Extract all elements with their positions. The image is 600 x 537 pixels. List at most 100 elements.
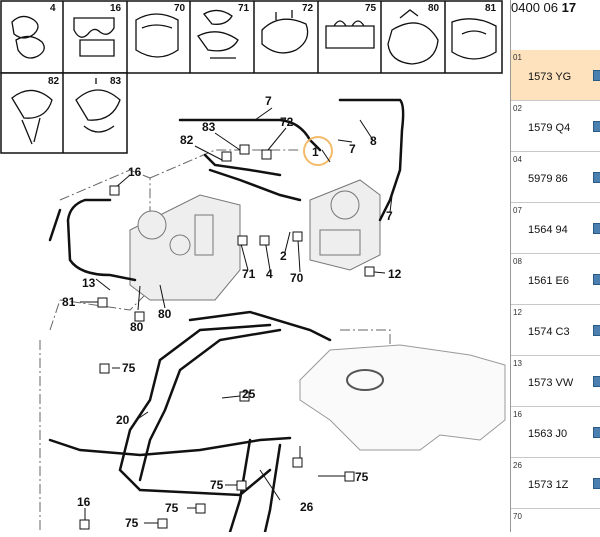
add-to-cart-icon[interactable] <box>593 70 600 81</box>
row-part-number[interactable]: 1561 E6 <box>528 275 569 287</box>
row-part-number[interactable]: 1574 C3 <box>528 326 570 338</box>
callout-72[interactable]: 72 <box>280 115 294 129</box>
callout-25[interactable]: 25 <box>242 387 256 401</box>
thumb-label-70: 70 <box>174 3 186 14</box>
row-index: 02 <box>513 104 522 113</box>
callout-70[interactable]: 70 <box>290 271 304 285</box>
clip-80-icon <box>387 9 439 65</box>
tank-sender-unit <box>346 369 384 391</box>
row-index: 70 <box>513 512 522 521</box>
callout-2[interactable]: 2 <box>280 249 287 263</box>
row-part-number[interactable]: 1573 1Z <box>528 479 569 491</box>
clip-thumbnail-grid <box>0 0 503 154</box>
clip-71-icon <box>197 9 239 59</box>
callout-83[interactable]: 83 <box>202 120 216 134</box>
row-part-number[interactable]: 1579 Q4 <box>528 122 571 134</box>
add-to-cart-icon[interactable] <box>593 223 600 234</box>
clip-83-icon <box>75 78 121 133</box>
clip-70-icon <box>135 13 179 58</box>
thumb-label-71: 71 <box>238 3 250 14</box>
row-index: 08 <box>513 257 522 266</box>
clip-16-icon <box>73 17 115 57</box>
diagram-reference-code: 0400 06 <box>511 0 558 15</box>
add-to-cart-icon[interactable] <box>593 274 600 285</box>
add-to-cart-icon[interactable] <box>593 376 600 387</box>
callout-12[interactable]: 12 <box>388 267 402 281</box>
add-to-cart-icon[interactable] <box>593 121 600 132</box>
panel-header-spacer <box>511 16 600 51</box>
callout-20[interactable]: 20 <box>116 413 130 427</box>
row-index: 07 <box>513 206 522 215</box>
callout-16-upper[interactable]: 16 <box>128 165 142 179</box>
clip-position-markers <box>79 144 375 530</box>
parts-list-row[interactable]: 02 1579 Q4 <box>511 101 600 152</box>
callout-13[interactable]: 13 <box>82 276 96 290</box>
parts-list-panel: 0400 06 17 01 1573 YG 02 1579 Q4 04 5979 86 07… <box>510 0 600 532</box>
clip-75-icon <box>325 20 375 49</box>
row-index: 13 <box>513 359 522 368</box>
callout-16-lower[interactable]: 16 <box>77 495 91 509</box>
callout-82[interactable]: 82 <box>180 133 194 147</box>
callout-80-left[interactable]: 80 <box>130 320 144 334</box>
fuel-pipes <box>48 98 405 534</box>
callout-75-e[interactable]: 75 <box>125 516 139 530</box>
parts-list-row[interactable]: 26 1573 1Z <box>511 458 600 509</box>
parts-list-row[interactable]: 07 1564 94 <box>511 203 600 254</box>
exploded-parts-diagram: 4 16 70 71 72 75 80 81 82 83 <box>0 0 506 534</box>
row-index: 16 <box>513 410 522 419</box>
thumb-label-75: 75 <box>365 3 377 14</box>
add-to-cart-icon[interactable] <box>593 172 600 183</box>
parts-list-row[interactable]: 12 1574 C3 <box>511 305 600 356</box>
parts-list-row[interactable]: 70 <box>511 509 600 532</box>
callout-75-c[interactable]: 75 <box>210 478 224 492</box>
injection-pump <box>129 194 241 301</box>
thumb-label-80: 80 <box>428 3 440 14</box>
parts-list-row[interactable]: 01 1573 YG <box>511 50 600 101</box>
add-to-cart-icon[interactable] <box>593 427 600 438</box>
callout-4[interactable]: 4 <box>266 267 273 281</box>
callout-1[interactable]: 1 <box>312 145 319 159</box>
callout-80-right[interactable]: 80 <box>158 307 172 321</box>
clip-81-icon <box>451 18 497 60</box>
callout-75-d[interactable]: 75 <box>165 501 179 515</box>
thumb-label-83: 83 <box>110 76 122 87</box>
diagram-reference-suffix: 17 <box>561 0 577 15</box>
row-part-number[interactable]: 1573 VW <box>528 377 574 389</box>
clip-82-icon <box>11 89 53 145</box>
parts-list-row[interactable]: 08 1561 E6 <box>511 254 600 305</box>
fuel-filter-housing <box>309 179 381 271</box>
leader-lines <box>80 107 393 524</box>
thumb-label-4: 4 <box>50 3 56 14</box>
thumb-label-81: 81 <box>485 3 497 14</box>
clip-72-icon <box>261 10 309 54</box>
thumb-label-16: 16 <box>110 3 122 14</box>
callout-71[interactable]: 71 <box>242 267 256 281</box>
add-to-cart-icon[interactable] <box>593 325 600 336</box>
callout-81[interactable]: 81 <box>62 295 76 309</box>
row-index: 26 <box>513 461 522 470</box>
callout-8[interactable]: 8 <box>370 134 377 148</box>
callout-7-right[interactable]: 7 <box>349 142 356 156</box>
callout-75-b[interactable]: 75 <box>355 470 369 484</box>
row-part-number[interactable]: 5979 86 <box>528 173 568 185</box>
callout-26[interactable]: 26 <box>300 500 314 514</box>
row-part-number[interactable]: 1573 YG <box>528 71 572 83</box>
diagram-reference: 0400 06 17 <box>511 0 600 16</box>
parts-list-row[interactable]: 16 1563 J0 <box>511 407 600 458</box>
clip-4-icon <box>11 15 45 59</box>
thumb-label-82: 82 <box>48 76 60 87</box>
row-index: 12 <box>513 308 522 317</box>
callout-75-a[interactable]: 75 <box>122 361 136 375</box>
row-part-number[interactable]: 1563 J0 <box>528 428 568 440</box>
callout-7-lower[interactable]: 7 <box>386 209 393 223</box>
parts-list-row[interactable]: 04 5979 86 <box>511 152 600 203</box>
row-part-number[interactable]: 1564 94 <box>528 224 568 236</box>
thumb-label-72: 72 <box>302 3 314 14</box>
parts-list-row[interactable]: 13 1573 VW <box>511 356 600 407</box>
selected-part-highlight <box>303 136 333 166</box>
fuel-tank <box>299 344 506 451</box>
callout-7-upper[interactable]: 7 <box>265 94 272 108</box>
row-index: 04 <box>513 155 522 164</box>
add-to-cart-icon[interactable] <box>593 478 600 489</box>
row-index: 01 <box>513 53 522 62</box>
